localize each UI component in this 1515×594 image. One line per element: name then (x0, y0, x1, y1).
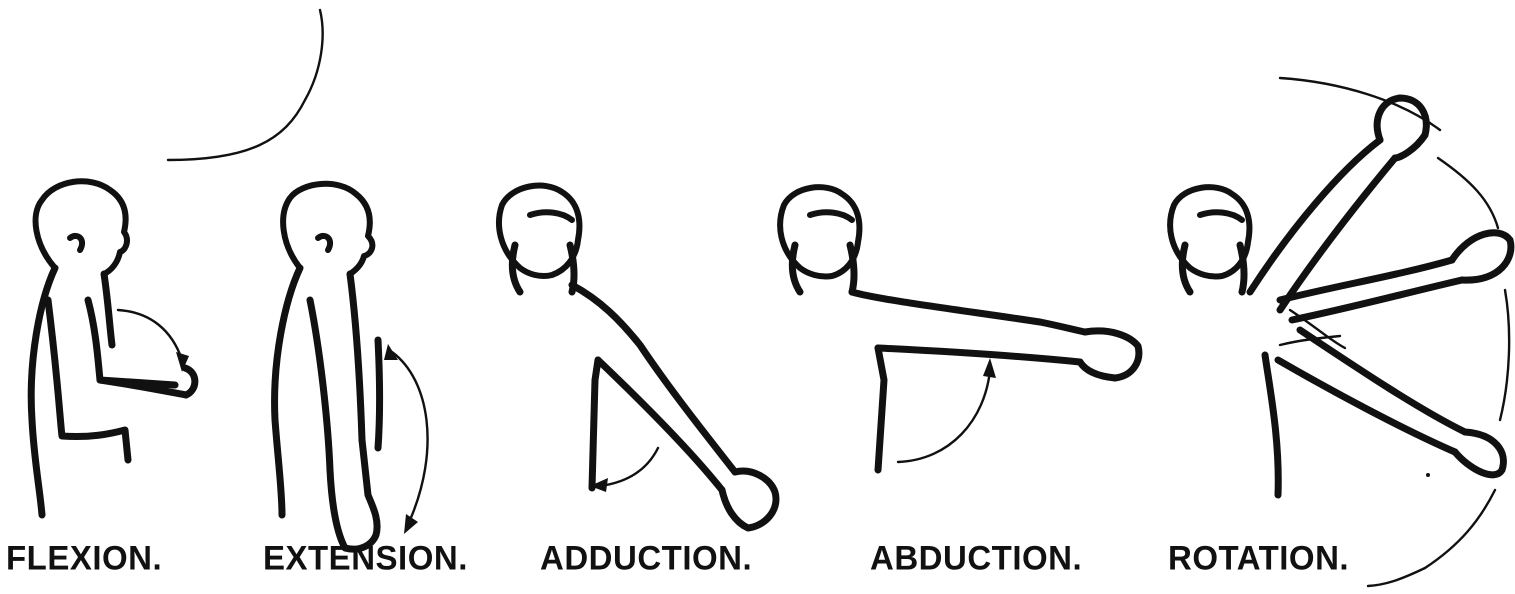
abduction-figure (780, 187, 1139, 470)
label-extension: EXTENSION. (263, 538, 468, 578)
adduction-figure (499, 186, 776, 528)
rotation-figure (1170, 78, 1511, 586)
label-adduction: ADDUCTION. (540, 538, 752, 578)
label-abduction: ABDUCTION. (870, 538, 1082, 578)
extension-figure (275, 184, 428, 549)
extension-range-arc (168, 10, 323, 160)
label-rotation: ROTATION. (1168, 538, 1349, 578)
label-flexion: FLEXION. (6, 538, 162, 578)
flexion-figure (31, 181, 195, 515)
